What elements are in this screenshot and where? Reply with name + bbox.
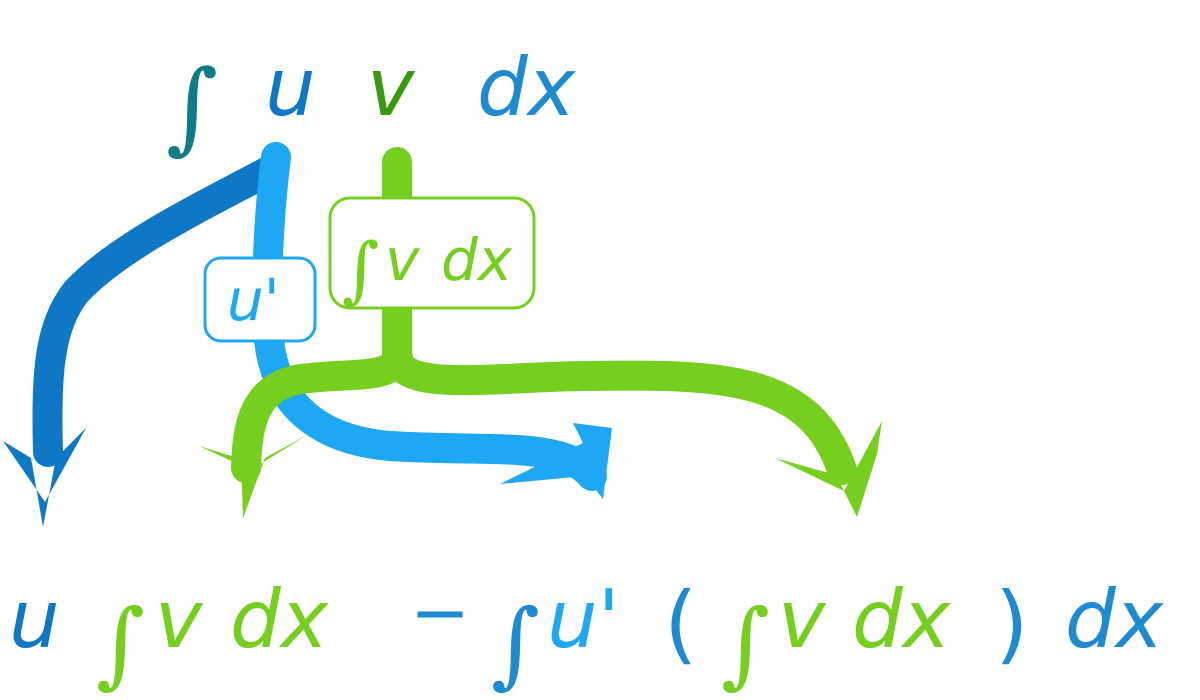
formula-bottom-dx-3: dx bbox=[1065, 573, 1165, 666]
derivative-box-frame bbox=[203, 256, 317, 343]
formula-bottom-u: u bbox=[9, 573, 60, 666]
formula-bottom-minus: − bbox=[410, 570, 470, 654]
arrow-antiderivative-right-head bbox=[775, 421, 882, 517]
formula-top-u: u bbox=[265, 41, 316, 134]
formula-bottom-u-prime: u' bbox=[547, 573, 620, 666]
formula-bottom-close-paren: ) bbox=[995, 574, 1029, 674]
formula-bottom-integral-2: ∫ bbox=[491, 590, 540, 699]
derivative-box: u' bbox=[203, 256, 317, 343]
derivative-label: u' bbox=[227, 266, 280, 334]
formula-bottom: u ∫ v dx − ∫ u' ( ∫ v dx ) dx bbox=[9, 570, 1165, 699]
arrow-u-head bbox=[3, 428, 86, 527]
formula-bottom-v-2: v bbox=[778, 573, 827, 666]
arrow-u-to-result bbox=[3, 153, 289, 527]
formula-top-v: v bbox=[367, 41, 416, 134]
arrow-antiderivative-left-branch bbox=[231, 343, 413, 483]
formula-bottom-v-1: v bbox=[155, 573, 204, 666]
arrow-antiderivative-right-branch bbox=[383, 343, 857, 485]
formula-top-dx: dx bbox=[477, 41, 577, 134]
arrow-antiderivative-left-head bbox=[199, 435, 307, 518]
formula-bottom-integral-1: ∫ bbox=[96, 590, 145, 699]
arrow-derivative-head bbox=[500, 423, 612, 499]
formula-bottom-integral-3: ∫ bbox=[721, 590, 770, 699]
formula-top: ∫ u v dx bbox=[166, 41, 577, 165]
antiderivative-dx: dx bbox=[441, 226, 513, 294]
arrow-u-shaft bbox=[32, 153, 289, 467]
formula-bottom-dx-2: dx bbox=[852, 573, 952, 666]
antiderivative-box: ∫ v dx bbox=[328, 196, 536, 311]
formula-bottom-dx-1: dx bbox=[230, 573, 330, 666]
antiderivative-integral: ∫ bbox=[342, 227, 380, 311]
formula-top-integral: ∫ bbox=[166, 48, 218, 165]
formula-bottom-open-paren: ( bbox=[664, 574, 698, 674]
antiderivative-v: v bbox=[385, 226, 421, 294]
antiderivative-box-frame bbox=[328, 196, 536, 310]
